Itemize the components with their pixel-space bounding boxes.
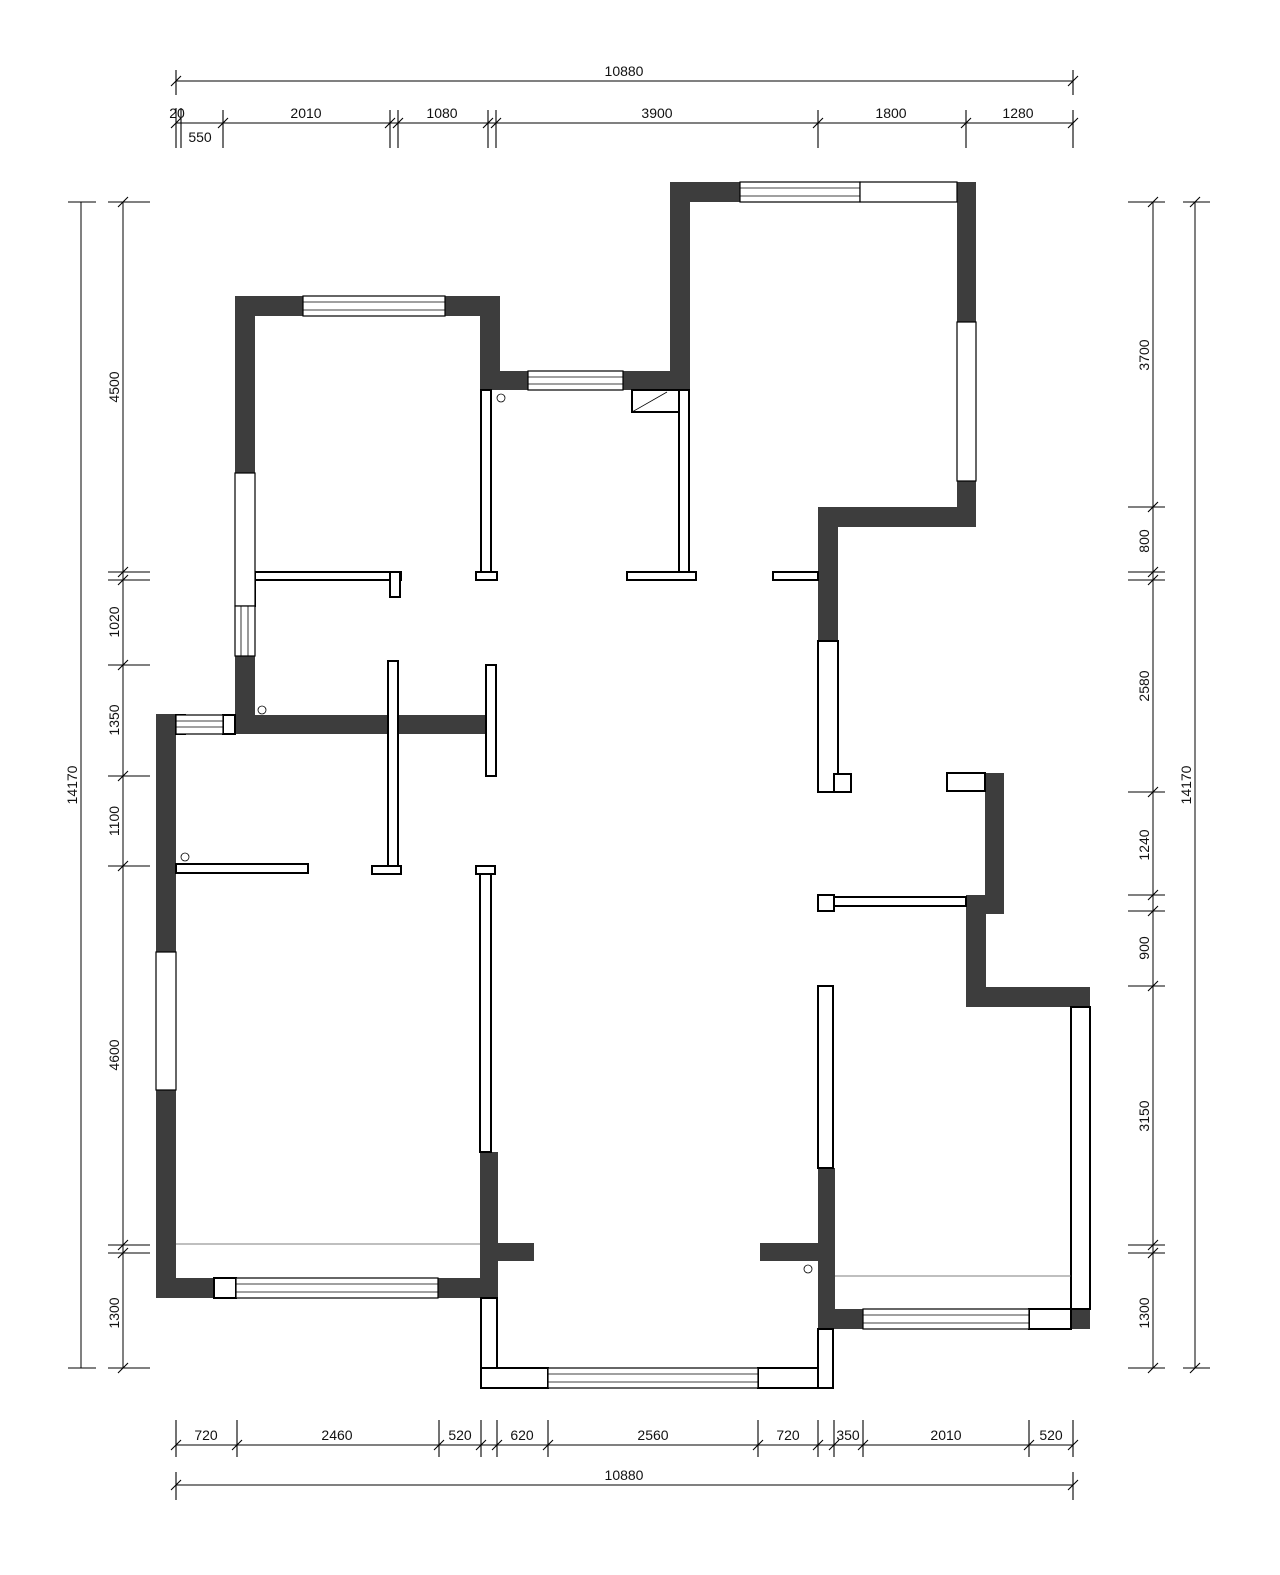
structural-walls	[156, 182, 1090, 1329]
bottom-dimensions: 720 2460 520 620 2560 720 350 2010 520 1…	[170, 1420, 1079, 1500]
window-bottom-left	[235, 1277, 439, 1299]
window-left-small	[234, 605, 256, 657]
bottom-seg-350: 350	[836, 1427, 860, 1443]
window-left-lower	[155, 951, 177, 1091]
bottom-seg-720b: 720	[776, 1427, 800, 1443]
right-total-label: 14170	[1178, 765, 1194, 804]
window-bottom-right	[862, 1308, 1030, 1330]
right-seg-900: 900	[1136, 936, 1152, 960]
top-seg-1080: 1080	[426, 105, 457, 121]
partition-walls	[175, 389, 1091, 1389]
right-seg-2580: 2580	[1136, 670, 1152, 701]
window-left-upper	[234, 472, 256, 607]
bottom-seg-2460: 2460	[321, 1427, 352, 1443]
left-seg-1300: 1300	[106, 1297, 122, 1328]
window-top-right	[739, 181, 958, 203]
right-seg-800: 800	[1136, 529, 1152, 553]
top-total-label: 10880	[605, 63, 644, 79]
bottom-seg-520b: 520	[1039, 1427, 1063, 1443]
right-seg-3150: 3150	[1136, 1100, 1152, 1131]
top-seg-550: 550	[188, 129, 212, 145]
top-seg-1800: 1800	[875, 105, 906, 121]
bottom-seg-520a: 520	[448, 1427, 472, 1443]
window-left-balcony-small	[175, 714, 224, 735]
window-right-upper	[956, 321, 977, 482]
bottom-seg-620: 620	[510, 1427, 534, 1443]
window-bottom-middle	[547, 1367, 759, 1389]
right-dimensions: 3700 800 2580 1240 900 3150 1300 14170	[1128, 196, 1210, 1374]
bottom-seg-2010: 2010	[930, 1427, 961, 1443]
top-seg-1280: 1280	[1002, 105, 1033, 121]
right-seg-1300: 1300	[1136, 1297, 1152, 1328]
left-dimensions: 14170 4500 1020 1350 1100 4600 130	[64, 196, 150, 1374]
bottom-seg-2560: 2560	[637, 1427, 668, 1443]
pipe-icon	[496, 393, 506, 403]
top-seg-3900: 3900	[641, 105, 672, 121]
left-seg-1350: 1350	[106, 704, 122, 735]
left-total-label: 14170	[64, 765, 80, 804]
right-seg-1240: 1240	[1136, 829, 1152, 860]
top-seg-2010: 2010	[290, 105, 321, 121]
left-seg-4500: 4500	[106, 371, 122, 402]
bottom-total-label: 10880	[605, 1467, 644, 1483]
pipe-icon	[257, 705, 267, 715]
window-top-middle	[527, 370, 624, 391]
top-seg-20: 20	[169, 105, 185, 121]
window-top-left-bedroom	[302, 295, 446, 317]
right-seg-3700: 3700	[1136, 339, 1152, 370]
left-seg-4600: 4600	[106, 1039, 122, 1070]
bottom-seg-720a: 720	[194, 1427, 218, 1443]
pipe-icon	[180, 852, 190, 862]
windows	[155, 181, 1030, 1389]
left-seg-1020: 1020	[106, 606, 122, 637]
top-dimensions: 10880 20 550 2010 1080 3900	[169, 63, 1079, 148]
pipe-icon	[803, 1264, 813, 1274]
left-seg-1100: 1100	[106, 806, 122, 836]
fixtures	[176, 391, 1071, 1277]
